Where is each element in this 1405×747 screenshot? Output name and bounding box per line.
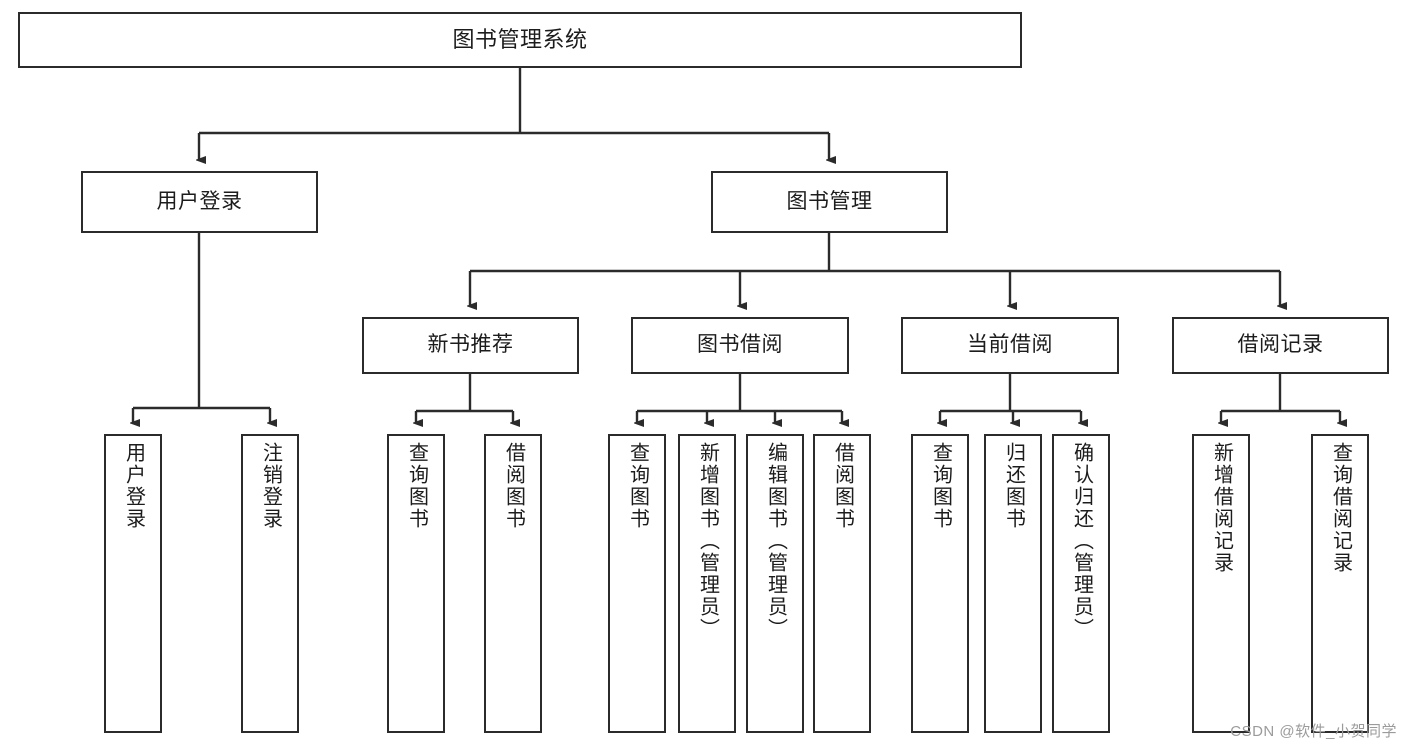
node-current-borrow[interactable]: 当前借阅 — [901, 317, 1119, 374]
node-leaf-return-book[interactable]: 归还图书 — [984, 434, 1042, 733]
node-leaf-user-logout-label: 注销登录 — [259, 442, 282, 530]
node-leaf-add-borrow-record[interactable]: 新增借阅记录 — [1192, 434, 1250, 733]
node-borrow-record-label: 借阅记录 — [1237, 333, 1324, 357]
node-leaf-user-login[interactable]: 用户登录 — [104, 434, 162, 733]
node-borrow-record[interactable]: 借阅记录 — [1172, 317, 1389, 374]
node-book-manage[interactable]: 图书管理 — [711, 171, 948, 233]
node-leaf-user-logout[interactable]: 注销登录 — [241, 434, 299, 733]
node-book-borrow-label: 图书借阅 — [697, 333, 783, 357]
node-user-login-label: 用户登录 — [156, 189, 243, 213]
node-leaf-add-book-admin[interactable]: 新增图书（管理员） — [678, 434, 736, 733]
node-leaf-query-borrow-record-label: 查询借阅记录 — [1329, 442, 1352, 574]
node-leaf-add-book-admin-label: 新增图书（管理员） — [696, 442, 719, 640]
node-user-login[interactable]: 用户登录 — [81, 171, 318, 233]
node-current-borrow-label: 当前借阅 — [967, 333, 1053, 357]
node-leaf-query-book-3-label: 查询图书 — [929, 442, 952, 530]
node-leaf-confirm-return-admin-label: 确认归还（管理员） — [1070, 442, 1093, 640]
node-leaf-query-book-2[interactable]: 查询图书 — [608, 434, 666, 733]
node-leaf-add-borrow-record-label: 新增借阅记录 — [1210, 442, 1233, 574]
node-leaf-return-book-label: 归还图书 — [1002, 442, 1025, 530]
watermark-text: CSDN @软件_小贺同学 — [1230, 723, 1397, 740]
node-leaf-borrow-book-2-label: 借阅图书 — [831, 442, 854, 530]
node-book-manage-label: 图书管理 — [786, 189, 873, 213]
node-root[interactable]: 图书管理系统 — [18, 12, 1022, 68]
node-leaf-query-borrow-record[interactable]: 查询借阅记录 — [1311, 434, 1369, 733]
node-leaf-confirm-return-admin[interactable]: 确认归还（管理员） — [1052, 434, 1110, 733]
node-leaf-query-book-3[interactable]: 查询图书 — [911, 434, 969, 733]
node-book-borrow[interactable]: 图书借阅 — [631, 317, 849, 374]
node-leaf-query-book-1[interactable]: 查询图书 — [387, 434, 445, 733]
node-leaf-user-login-label: 用户登录 — [122, 442, 145, 530]
node-leaf-borrow-book-1-label: 借阅图书 — [502, 442, 525, 530]
node-leaf-edit-book-admin[interactable]: 编辑图书（管理员） — [746, 434, 804, 733]
node-root-label: 图书管理系统 — [452, 27, 588, 53]
node-leaf-borrow-book-1[interactable]: 借阅图书 — [484, 434, 542, 733]
node-leaf-edit-book-admin-label: 编辑图书（管理员） — [764, 442, 787, 640]
node-leaf-query-book-2-label: 查询图书 — [626, 442, 649, 530]
node-new-book-recommend-label: 新书推荐 — [427, 333, 514, 357]
node-leaf-borrow-book-2[interactable]: 借阅图书 — [813, 434, 871, 733]
node-new-book-recommend[interactable]: 新书推荐 — [362, 317, 579, 374]
node-leaf-query-book-1-label: 查询图书 — [405, 442, 428, 530]
